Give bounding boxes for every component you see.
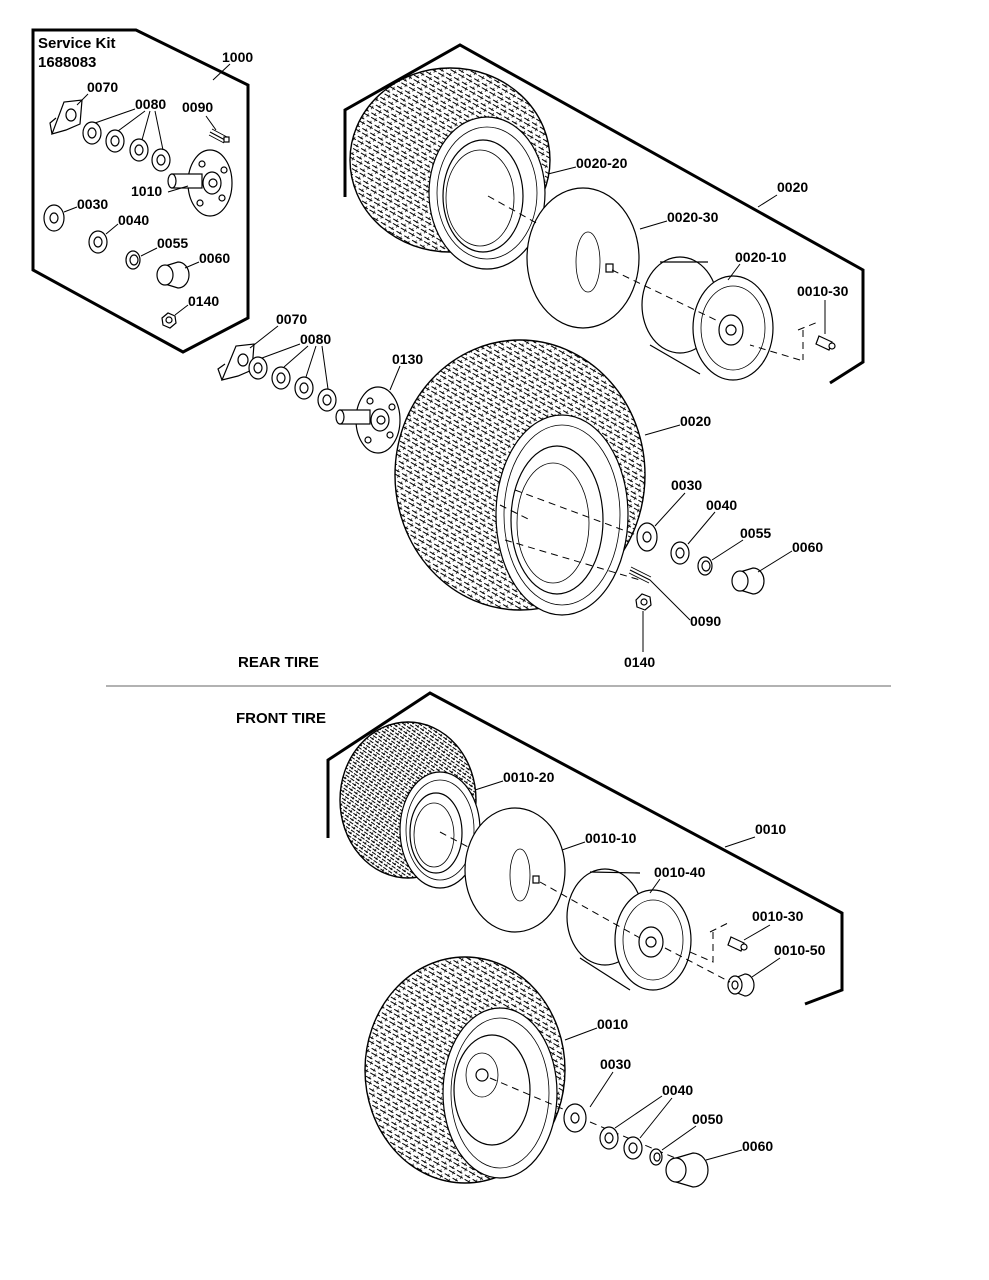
rear-tire-lower-group: 0070 0080 0130 <box>217 311 823 671</box>
callout-0010-30-rear: 0010-30 <box>797 283 849 299</box>
service-kit-frame <box>31 28 250 354</box>
front-rim-0010-40 <box>566 868 692 991</box>
callout-0040-rear: 0040 <box>706 497 737 513</box>
service-kit-title: Service Kit <box>38 35 116 52</box>
front-washers-0040 <box>599 1126 643 1160</box>
callout-0080-rear: 0080 <box>300 331 331 347</box>
rear-cap-0060 <box>731 567 765 595</box>
kit-washer-0040 <box>88 230 108 254</box>
kit-callout-0055: 0055 <box>157 235 188 251</box>
kit-callout-0060: 0060 <box>199 250 230 266</box>
rear-tube-0020-30 <box>526 187 640 329</box>
rear-tire-label: REAR TIRE <box>238 654 319 671</box>
rear-assembly-bracket <box>343 43 865 385</box>
callout-0060-front: 0060 <box>742 1138 773 1154</box>
kit-washers-0080 <box>82 121 171 172</box>
kit-callout-0030: 0030 <box>77 196 108 212</box>
kit-callout-0080: 0080 <box>135 96 166 112</box>
kit-callout-0070: 0070 <box>87 79 118 95</box>
rear-tire-0020-20 <box>349 67 551 270</box>
callout-0030-rear: 0030 <box>671 477 702 493</box>
service-kit-number: 1688083 <box>38 54 96 71</box>
rear-valve-0010-30 <box>749 321 836 361</box>
kit-nut-0140 <box>161 312 177 329</box>
callout-0010-40: 0010-40 <box>654 864 706 880</box>
callout-0010-20: 0010-20 <box>503 769 555 785</box>
service-kit: Service Kit 1688083 1000 0070 0080 0090 <box>31 28 253 354</box>
kit-callout-0090: 0090 <box>182 99 213 115</box>
front-valve-0010-30 <box>689 921 748 963</box>
front-cap-0060 <box>665 1152 709 1188</box>
kit-bolt-0090 <box>208 128 230 144</box>
callout-1000: 1000 <box>222 49 253 65</box>
callout-0140-rear: 0140 <box>624 654 655 670</box>
rear-washer-0030 <box>636 522 658 552</box>
front-assembly-bracket <box>326 691 844 1006</box>
front-bushing-0010-50 <box>727 973 755 997</box>
callout-0060-rear: 0060 <box>792 539 823 555</box>
callout-0020-lower: 0020 <box>680 413 711 429</box>
front-tire-label: FRONT TIRE <box>236 710 326 727</box>
front-tire-assembly-group: FRONT TIRE 0010 0010-20 0010-10 <box>236 691 844 1006</box>
callout-0020-10: 0020-10 <box>735 249 787 265</box>
rear-nut-0140 <box>635 593 652 611</box>
callout-0130: 0130 <box>392 351 423 367</box>
callout-0020-20: 0020-20 <box>576 155 628 171</box>
rear-washers-0080 <box>248 356 337 412</box>
rear-ring-0055 <box>697 556 713 576</box>
kit-hub-1010 <box>167 149 233 217</box>
rear-bolt-0090 <box>628 566 652 584</box>
rear-washer-0040 <box>670 541 690 565</box>
kit-callout-1010: 1010 <box>131 183 162 199</box>
callout-0010-lower: 0010 <box>597 1016 628 1032</box>
kit-ring-0055 <box>125 250 141 270</box>
callout-0090-rear: 0090 <box>690 613 721 629</box>
kit-washer-0030 <box>43 204 65 232</box>
front-washer-0030 <box>563 1103 587 1133</box>
front-ring-0050 <box>649 1148 663 1166</box>
callout-0040-front: 0040 <box>662 1082 693 1098</box>
callout-0010-30-front: 0010-30 <box>752 908 804 924</box>
callout-0055-rear: 0055 <box>740 525 771 541</box>
callout-0010-10: 0010-10 <box>585 830 637 846</box>
callout-0030-front: 0030 <box>600 1056 631 1072</box>
callout-0020-30: 0020-30 <box>667 209 719 225</box>
rear-hub-0130 <box>335 386 401 454</box>
callout-0010-assembly: 0010 <box>755 821 786 837</box>
callout-0010-50: 0010-50 <box>774 942 826 958</box>
rear-rim-0020-10 <box>641 256 774 381</box>
callout-0050-front: 0050 <box>692 1111 723 1127</box>
callout-0070-rear: 0070 <box>276 311 307 327</box>
front-tire-0010 <box>364 956 566 1184</box>
front-tube-0010-10 <box>464 807 566 933</box>
kit-callout-0040: 0040 <box>118 212 149 228</box>
front-tire-lower-group: 0010 0030 0040 0050 0060 <box>364 956 773 1188</box>
rear-bracket-0070 <box>217 343 255 381</box>
rear-tire-assembly-group: 0020 0020-20 0020-30 0020-1 <box>343 43 865 385</box>
kit-callout-0140: 0140 <box>188 293 219 309</box>
rear-tire-0020 <box>394 339 646 616</box>
front-tire-0010-20 <box>339 721 481 889</box>
callout-0020-assembly: 0020 <box>777 179 808 195</box>
kit-bracket-0070 <box>49 99 83 135</box>
kit-cap-0060 <box>156 261 190 289</box>
